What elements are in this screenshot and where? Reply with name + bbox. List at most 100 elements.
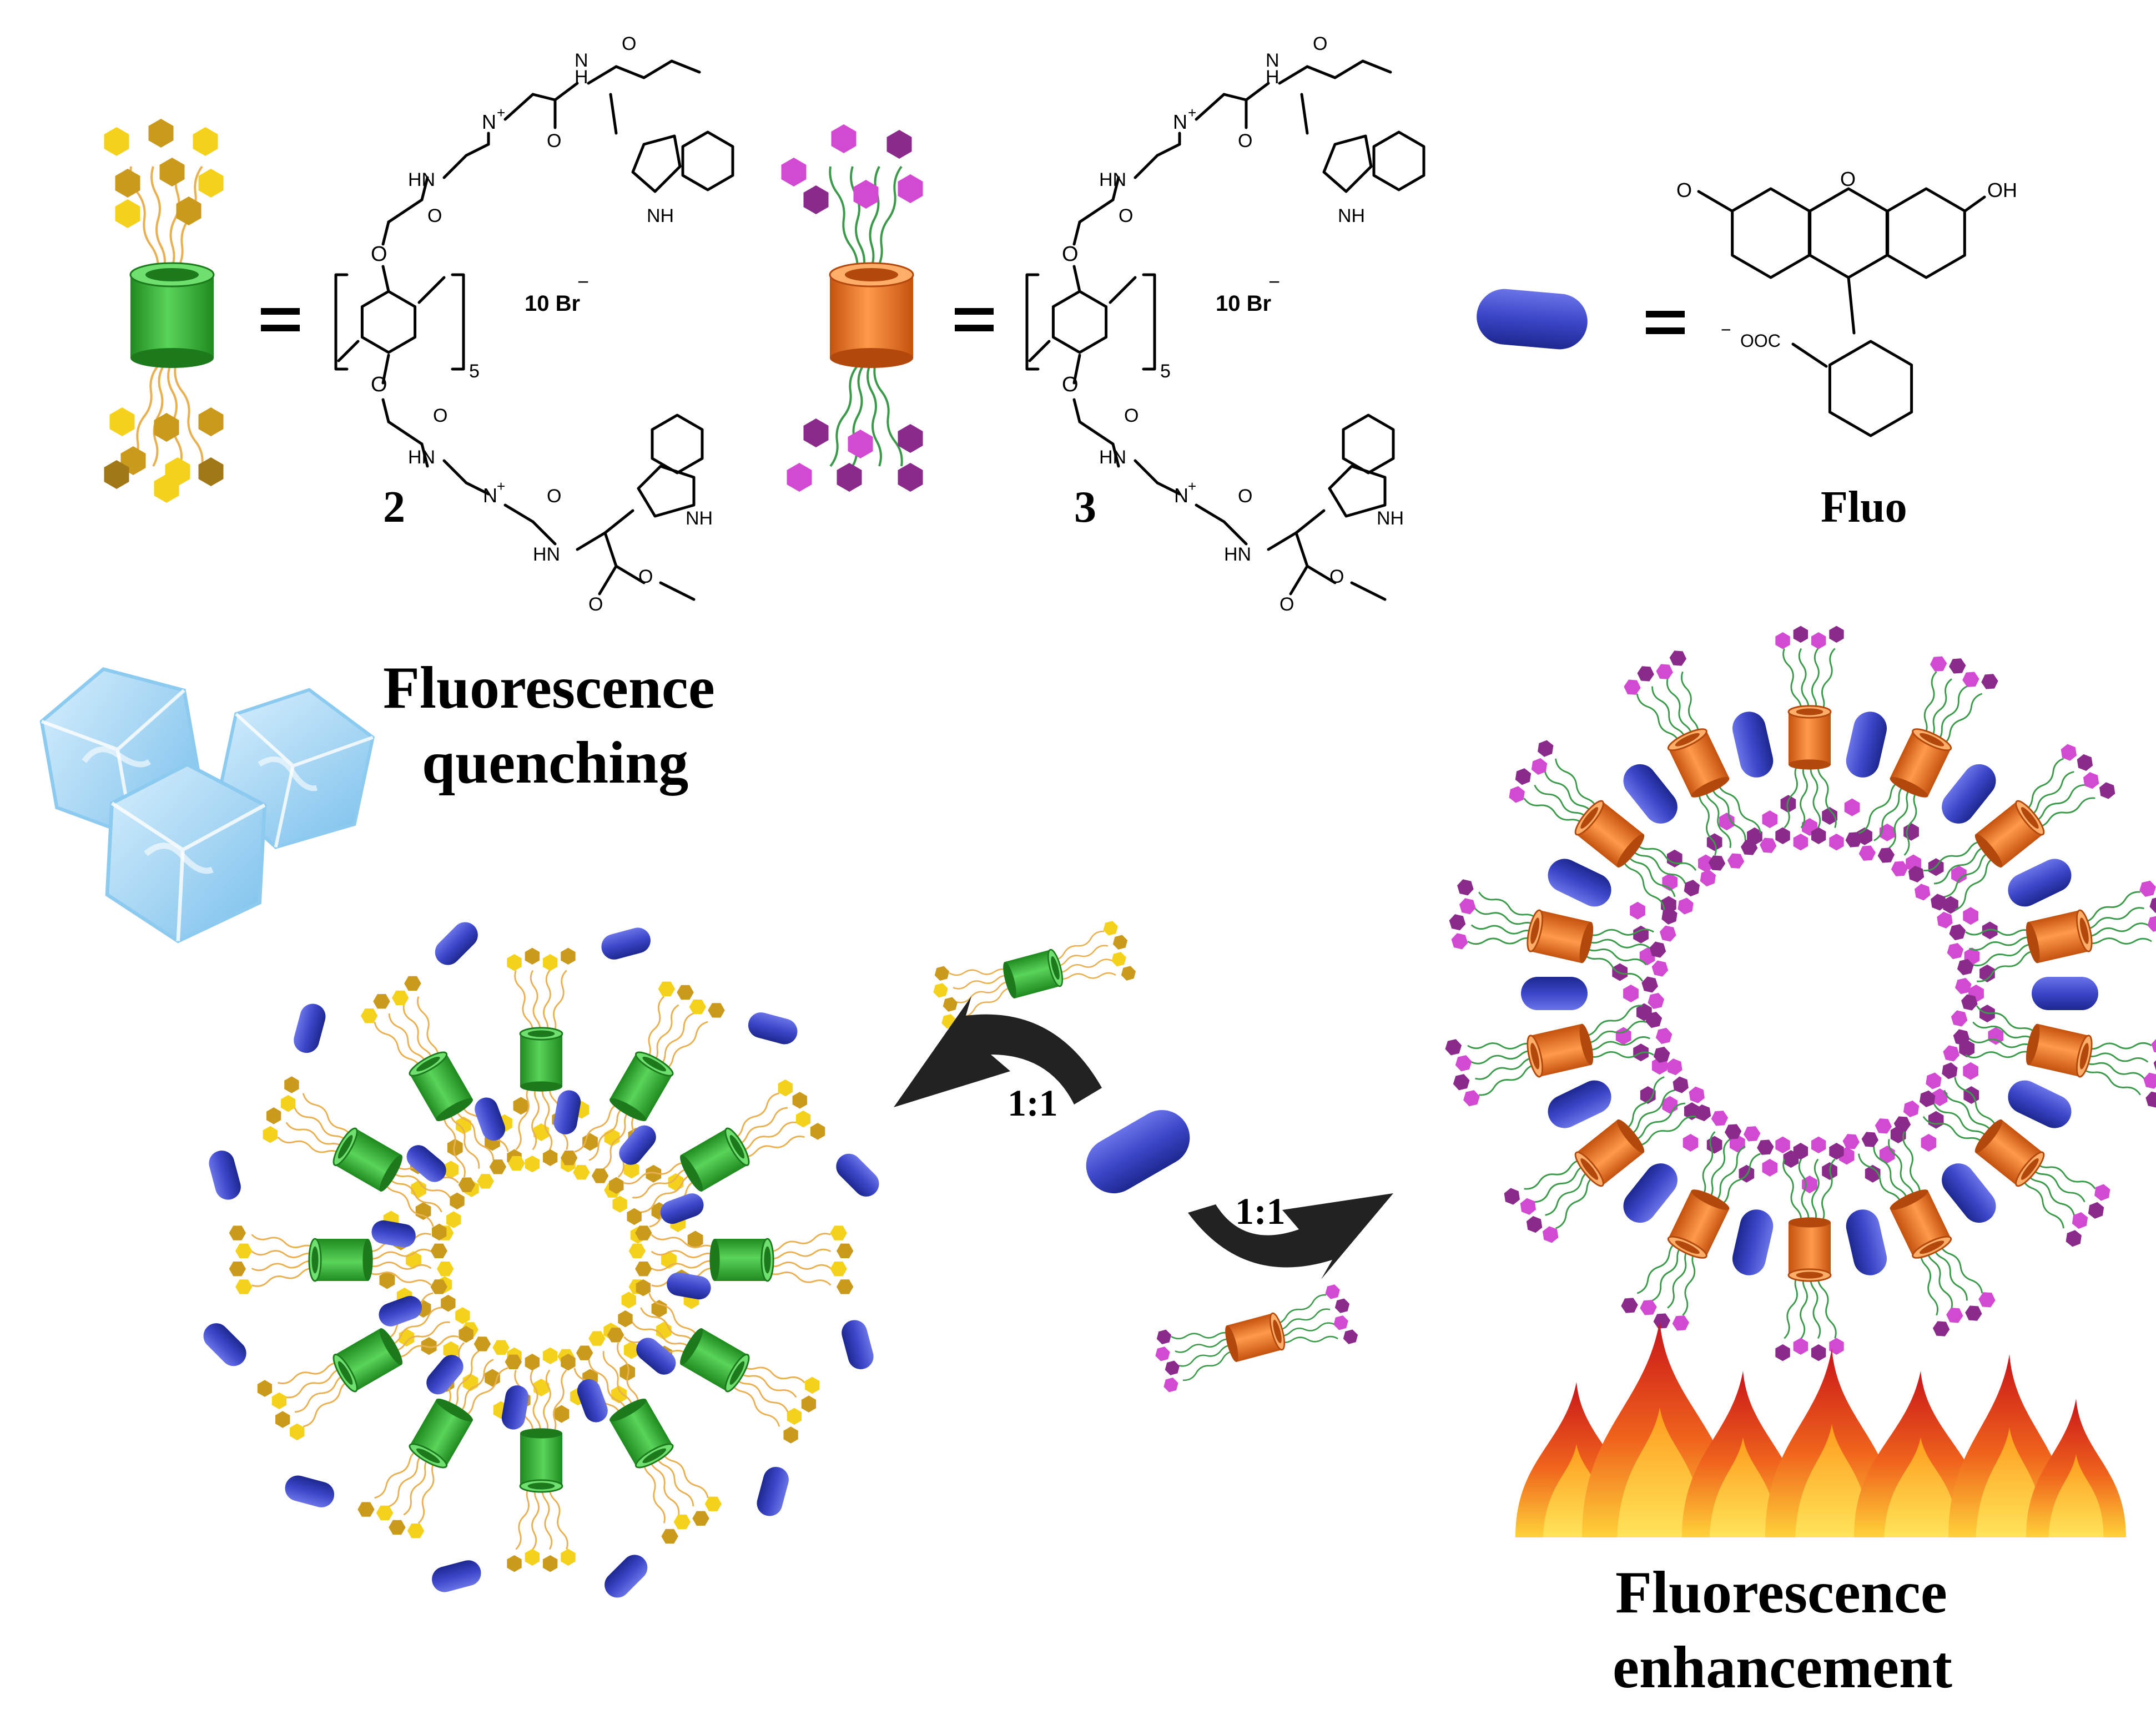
atom-label: O — [588, 594, 603, 615]
hexagon-head — [1684, 880, 1700, 897]
atom-label: HN — [408, 169, 435, 190]
host-amphiphile — [360, 976, 525, 1192]
alkyl-chain — [543, 970, 551, 1037]
alkyl-chain — [661, 1021, 708, 1072]
xanthene-ring-center — [1809, 187, 1888, 279]
atom-label: O — [1329, 566, 1344, 587]
alkyl-chain — [402, 1005, 434, 1065]
hexagon-head — [708, 1003, 725, 1018]
dye-body — [432, 1560, 481, 1592]
host-cavity — [1580, 1158, 1599, 1180]
hexagon-head — [1651, 960, 1669, 977]
alkyl-chain — [949, 968, 1010, 976]
atom-label: OH — [1987, 179, 2017, 201]
hexagon-head — [459, 1325, 473, 1343]
host-amphiphile — [507, 947, 576, 1173]
hexagon-head — [677, 985, 694, 1000]
host-bottom — [130, 348, 214, 368]
alkyl-chain — [374, 1447, 422, 1499]
host-cavity — [527, 1030, 555, 1037]
hexagon-head — [658, 981, 676, 996]
free-orange-host — [1155, 1284, 1358, 1393]
hexagon-head — [1640, 1086, 1656, 1104]
hexagon-head — [2143, 1072, 2156, 1089]
dye-body — [406, 1145, 446, 1182]
alkyl-chain — [374, 1021, 422, 1072]
bond — [387, 420, 424, 446]
indole-ring-lower — [1342, 413, 1395, 475]
orange-host-molecule — [1225, 1312, 1286, 1362]
hexagon-head — [1343, 1329, 1358, 1344]
bond — [1072, 220, 1081, 246]
hexagon-head — [1903, 823, 1919, 841]
hexagon-head — [421, 1337, 437, 1355]
hexagon-head — [609, 1177, 624, 1194]
dye-body — [475, 1097, 506, 1141]
hexagon-head — [443, 1341, 459, 1359]
pyrrole-ring-lower — [1328, 465, 1387, 518]
alkyl-chain — [2021, 1174, 2064, 1229]
hexagon-head — [1165, 1360, 1180, 1375]
bond — [1847, 276, 1856, 335]
hexagon-head — [1942, 1062, 1958, 1080]
hexagon-head — [229, 1261, 246, 1277]
hexagon-head — [1981, 674, 1998, 689]
hexagon-head — [1727, 853, 1745, 869]
alkyl-chain — [364, 1269, 432, 1286]
flame-inner — [1709, 1437, 1777, 1537]
fluo-dye-molecule — [501, 1385, 529, 1430]
atom-label: NH — [1338, 205, 1365, 226]
alkyl-chain — [736, 1121, 797, 1152]
host-cavity — [1675, 733, 1700, 746]
green-host-legend-icon — [104, 119, 224, 503]
hexagon-head — [1615, 1027, 1631, 1045]
alkyl-chain — [1682, 1248, 1698, 1316]
bond — [1195, 503, 1226, 523]
hexagon-head — [803, 185, 829, 214]
bond — [1072, 398, 1081, 423]
hexagon-head — [2094, 1184, 2110, 1201]
hexagon-head — [692, 1511, 709, 1526]
orange-host-molecule — [1974, 1119, 2045, 1187]
alkyl-chain — [294, 1107, 350, 1146]
hexagon-head — [159, 158, 185, 186]
alkyl-chain — [1965, 929, 2034, 936]
green-host-molecule — [609, 1051, 674, 1121]
bond — [1294, 509, 1326, 534]
alkyl-chain — [251, 1234, 319, 1251]
alkyl-chain — [365, 1248, 432, 1260]
host-amphiphile — [1947, 880, 2156, 995]
alkyl-chain — [1275, 1322, 1334, 1337]
atom-label: O — [1840, 168, 1856, 190]
atom-label: N — [1266, 50, 1280, 71]
hexagon-head — [115, 169, 140, 198]
alkyl-chain — [2033, 1159, 2096, 1189]
hexagon-head — [795, 1110, 811, 1128]
bond — [1078, 198, 1115, 224]
orange-host-legend-icon — [781, 124, 923, 492]
hexagon-head — [404, 976, 421, 991]
bond — [1306, 65, 1337, 79]
alkyl-chain — [1667, 1245, 1692, 1309]
hexagon-head — [411, 1180, 426, 1198]
bond — [1222, 93, 1248, 102]
host-wall — [714, 1238, 768, 1282]
counterion-label: 10 Br — [525, 291, 580, 316]
host-amphiphile — [1504, 1058, 1711, 1243]
hexagon-head — [1811, 632, 1826, 649]
hexagon-head — [1919, 1090, 1936, 1107]
hexagon-head — [1659, 925, 1676, 942]
hexagon-head — [379, 1271, 395, 1289]
hexagon-head — [778, 1079, 793, 1097]
alkyl-chain — [1933, 685, 1968, 744]
hexagon-head — [588, 1331, 606, 1346]
hexagon-head — [1121, 966, 1136, 981]
alkyl-chain — [1927, 678, 1952, 742]
alkyl-chain — [150, 166, 166, 273]
hexagon-head — [508, 1156, 525, 1171]
host-cavity — [642, 1448, 667, 1464]
fluo-dye-molecule — [842, 1320, 874, 1369]
hexagon-head — [525, 1548, 540, 1566]
hexagon-head — [830, 1225, 847, 1240]
hexagon-head — [1672, 1315, 1690, 1331]
